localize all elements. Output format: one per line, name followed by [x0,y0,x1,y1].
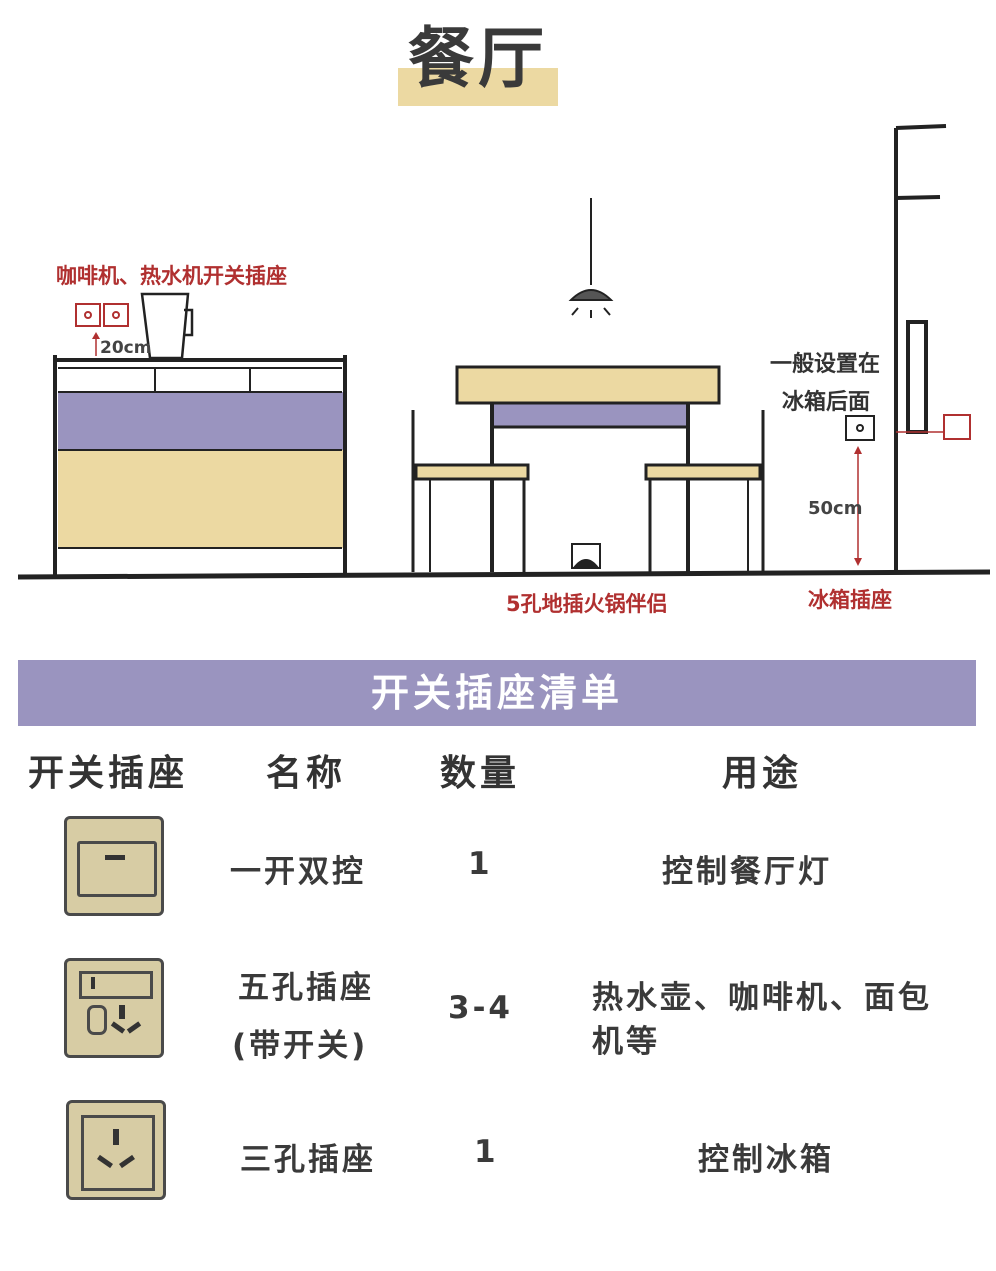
header-switch-socket: 开关插座 [28,753,189,794]
page-title: 餐厅 [408,20,548,97]
coffee-socket-label: 咖啡机、热水机开关插座 [56,264,287,288]
header-usage: 用途 [722,753,803,794]
dining-table [455,365,721,572]
pendant-lamp [568,198,614,318]
header-quantity: 数量 [440,753,521,794]
fridge-pole [894,124,970,572]
row1-use: 控制餐厅灯 [662,854,832,890]
floor-socket-label: 5孔地插火锅伴侣 [506,592,668,616]
sideboard [53,355,347,576]
fridge-note-line2: 冰箱后面 [782,390,871,415]
kettle [140,292,194,360]
single-switch-icon [64,816,164,916]
row2-name-line1: 五孔插座 [238,970,374,1006]
row3-name: 三孔插座 [240,1142,376,1178]
five-hole-socket-with-switch-icon [64,958,164,1058]
list-banner: 开关插座清单 [18,660,976,726]
left-chair [411,410,530,572]
coffee-socket-pair [75,303,129,327]
row2-use-line2: 机等 [592,1024,660,1060]
floor-socket [571,543,601,569]
row2-qty: 3-4 [448,990,514,1026]
fridge-socket [845,415,875,441]
fridge-plug-box [943,414,971,440]
row2-name-line2: (带开关) [232,1028,369,1064]
row3-qty: 1 [474,1134,499,1170]
row1-qty: 1 [468,846,493,882]
row1-name: 一开双控 [230,854,366,890]
floor-line [17,569,991,580]
coffee-height-label: 20cm [100,338,152,358]
row3-use: 控制冰箱 [698,1142,834,1178]
row2-use-line1: 热水壶、咖啡机、面包 [592,980,932,1016]
dining-elevation-diagram [17,124,991,580]
fridge-note-line1: 一般设置在 [770,352,881,377]
fridge-socket-label: 冰箱插座 [808,588,892,612]
fridge-height-label: 50cm [808,498,863,519]
header-name: 名称 [266,753,347,794]
right-chair [644,410,765,572]
title-highlight [398,68,558,106]
three-hole-socket-icon [66,1100,166,1200]
